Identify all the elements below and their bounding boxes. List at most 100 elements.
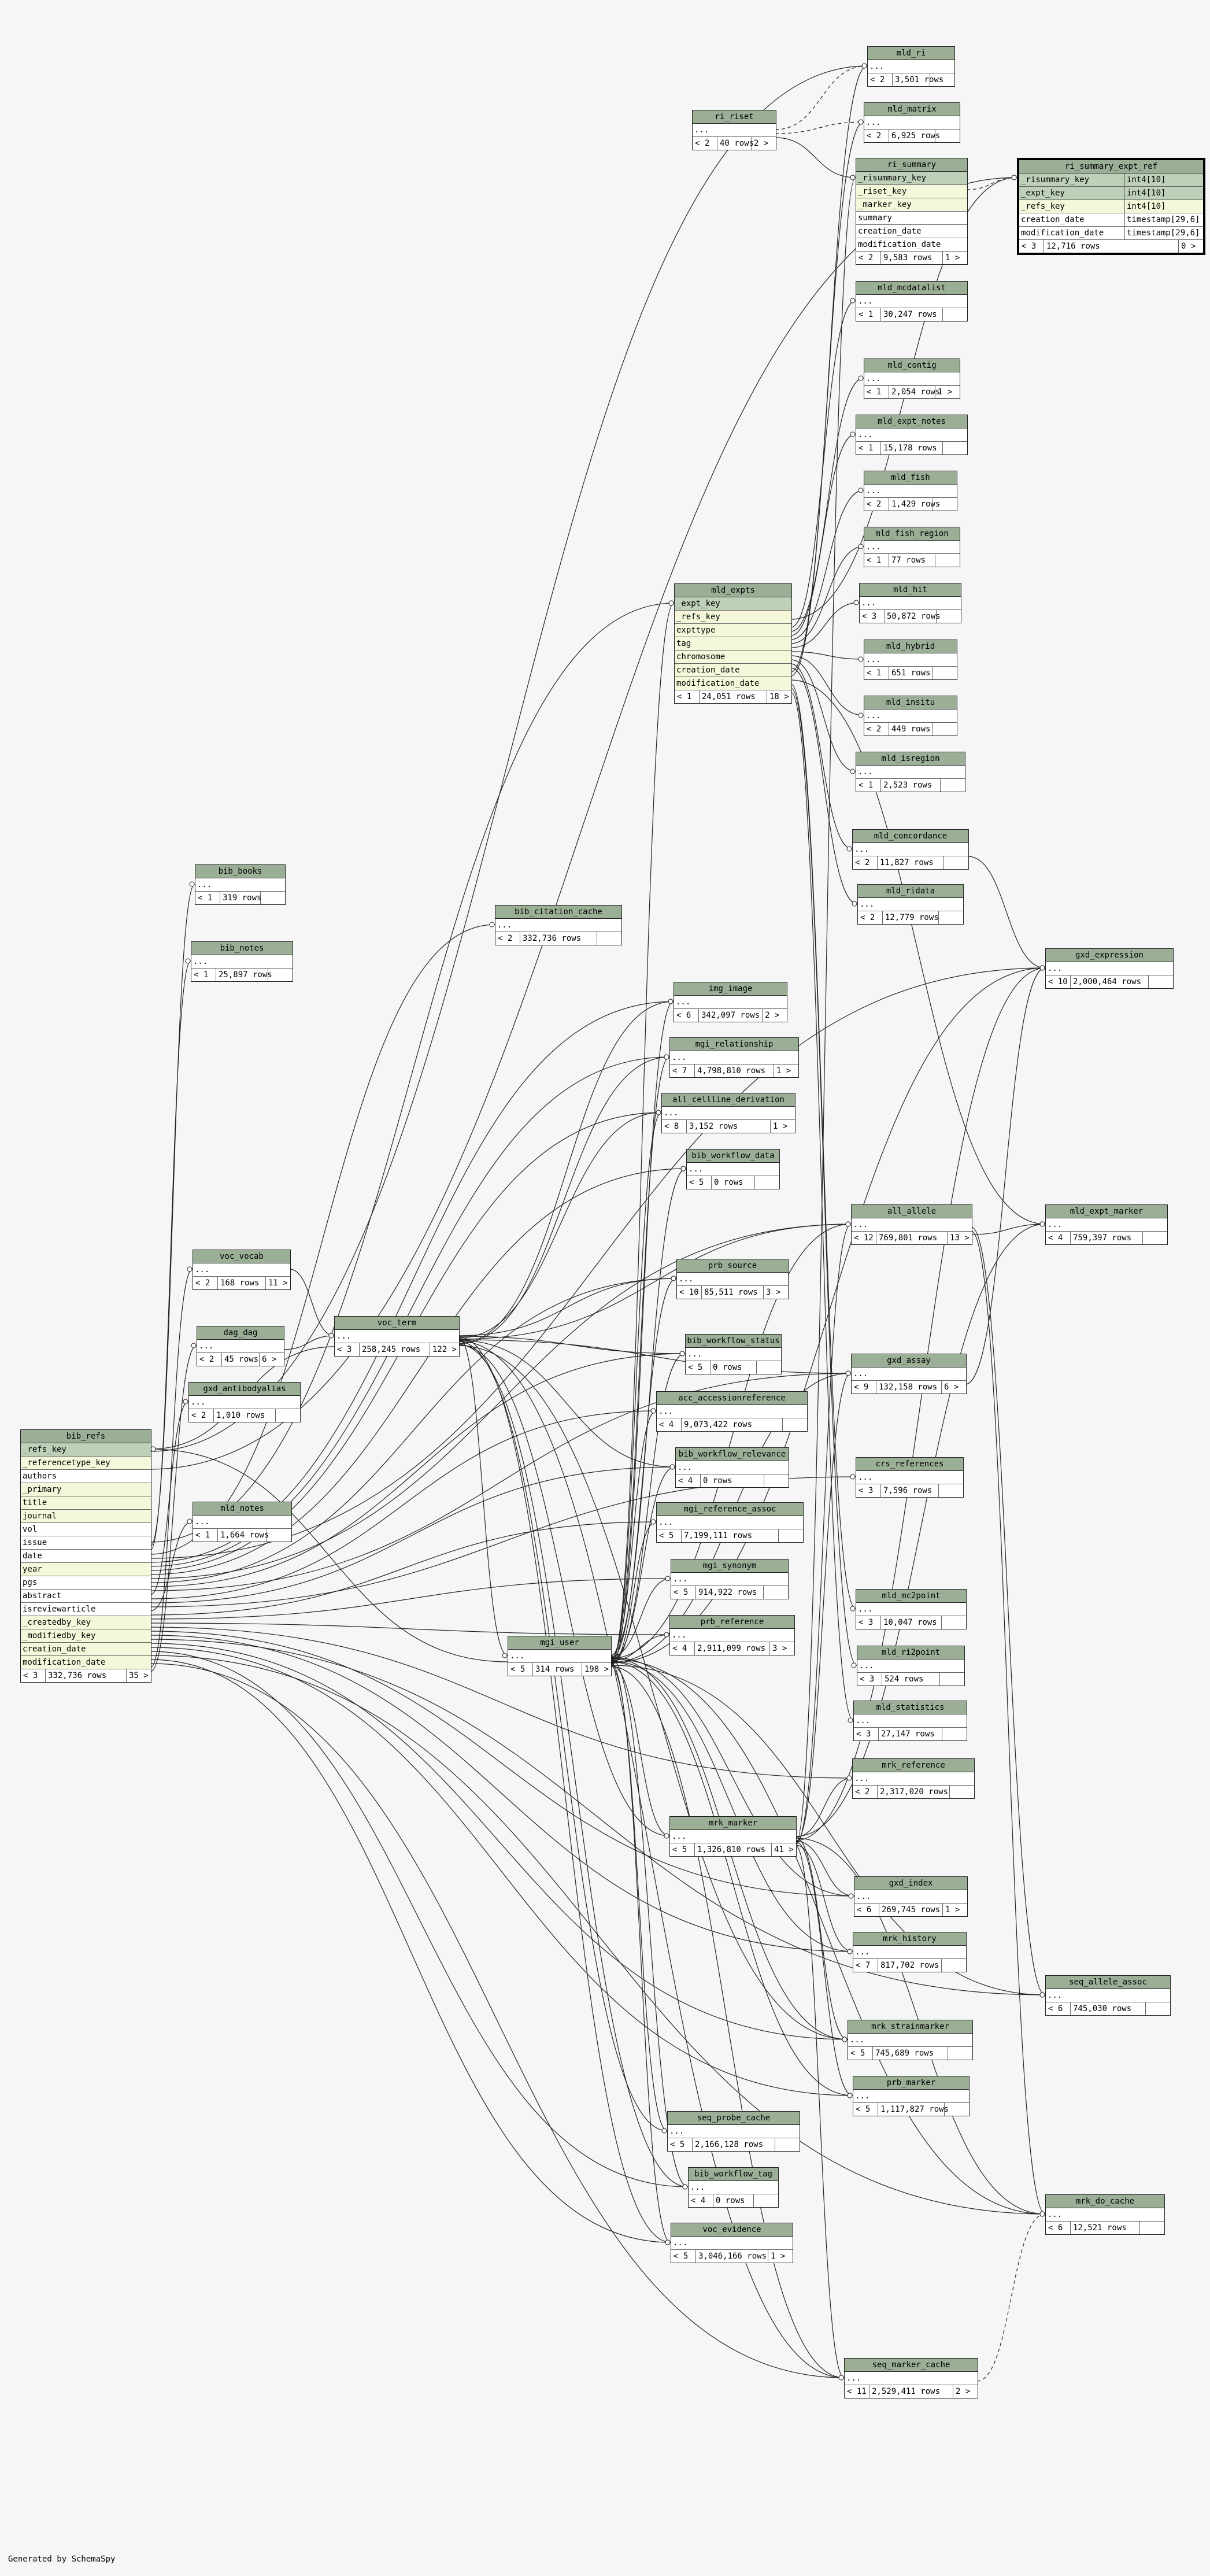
table-header[interactable]: gxd_antibodyalias [189,1383,300,1396]
parents-count[interactable]: < 1 [675,690,700,703]
children-count[interactable]: 1 > [776,1066,791,1076]
table-header[interactable]: mld_isregion [856,752,965,766]
table-header[interactable]: bib_notes [191,942,293,955]
parents-count[interactable]: < 4 [689,2194,713,2207]
parents-count[interactable]: < 2 [693,137,717,150]
children-count[interactable] [935,130,960,142]
parents-count[interactable]: < 1 [193,1529,218,1542]
parents-count[interactable]: < 4 [670,1642,695,1655]
children-count[interactable]: 2 > [754,139,769,148]
table-header[interactable]: mld_ridata [858,885,963,898]
table-header[interactable]: mld_hybrid [864,640,957,653]
parents-count[interactable]: < 3 [21,1669,46,1682]
parents-count[interactable]: < 10 [677,1286,702,1299]
parents-count[interactable]: < 1 [864,386,889,398]
table-header[interactable]: ri_riset [693,110,776,124]
children-count[interactable]: 6 > [262,1355,277,1364]
children-count[interactable] [261,892,285,904]
table-header[interactable]: mld_ri [868,47,954,60]
table-header[interactable]: mld_insitu [864,696,957,709]
table-header[interactable]: all_cellline_derivation [662,1093,795,1107]
parents-count[interactable]: < 2 [853,856,878,869]
children-count[interactable] [942,1728,967,1740]
children-count[interactable]: 11 > [268,1278,288,1288]
table-header[interactable]: mld_matrix [864,103,960,116]
children-count[interactable] [783,1418,807,1431]
parents-count[interactable]: < 5 [671,1586,696,1599]
children-count[interactable]: 3 > [772,1644,787,1653]
table-header[interactable]: mld_notes [193,1502,291,1516]
children-count[interactable] [755,1176,779,1189]
children-count[interactable]: 18 > [769,692,789,701]
children-count[interactable]: 3 > [766,1288,781,1297]
children-count[interactable]: 1 > [771,2252,786,2261]
children-count[interactable] [933,498,957,511]
table-header[interactable]: mld_statistics [854,1701,967,1714]
table-header[interactable]: bib_workflow_data [687,1150,779,1163]
table-header[interactable]: ri_summary [856,158,967,172]
table-header[interactable]: mld_fish [864,471,957,485]
parents-count[interactable]: < 4 [657,1418,682,1431]
table-header[interactable]: all_allele [852,1205,972,1218]
children-count[interactable]: 41 > [774,1845,794,1854]
parents-count[interactable]: < 2 [853,1786,878,1798]
table-header[interactable]: mrk_strainmarker [848,2020,972,2034]
children-count[interactable]: 1 > [938,387,953,397]
parents-count[interactable]: < 5 [687,1176,712,1189]
parents-count[interactable]: < 2 [856,252,881,264]
table-header[interactable]: voc_term [335,1317,459,1330]
table-header[interactable]: mld_contig [864,359,960,372]
parents-count[interactable]: < 2 [868,73,893,86]
children-count[interactable] [1143,1232,1167,1244]
table-header[interactable]: mgi_synonym [671,1559,788,1573]
children-count[interactable]: 13 > [950,1233,970,1243]
children-count[interactable] [775,2138,800,2151]
table-header[interactable]: bib_workflow_tag [689,2168,778,2181]
children-count[interactable] [268,969,293,981]
parents-count[interactable]: < 1 [864,667,889,679]
table-ri-summary[interactable]: ri_summary_risummary_key_riset_key_marke… [856,158,968,265]
children-count[interactable] [1140,2222,1164,2234]
parents-count[interactable]: < 2 [864,723,889,736]
children-count[interactable] [937,610,961,623]
parents-count[interactable]: < 11 [845,2385,869,2398]
parents-count[interactable]: < 1 [864,554,889,567]
parents-count[interactable]: < 1 [856,308,881,321]
children-count[interactable] [950,1786,974,1798]
table-header[interactable]: mld_expt_notes [856,415,967,428]
children-count[interactable]: 1 > [773,1122,788,1131]
table-header[interactable]: mld_concordance [853,830,968,843]
children-count[interactable] [943,442,967,454]
table-header[interactable]: crs_references [856,1458,963,1471]
children-count[interactable]: 198 > [584,1665,609,1674]
children-count[interactable] [267,1529,291,1542]
children-count[interactable] [941,779,965,792]
table-header[interactable]: mld_mcdatalist [856,282,967,295]
parents-count[interactable]: < 3 [856,1484,881,1497]
parents-count[interactable]: < 2 [858,911,883,924]
children-count[interactable]: 122 > [432,1345,457,1354]
parents-count[interactable]: < 6 [674,1009,699,1022]
